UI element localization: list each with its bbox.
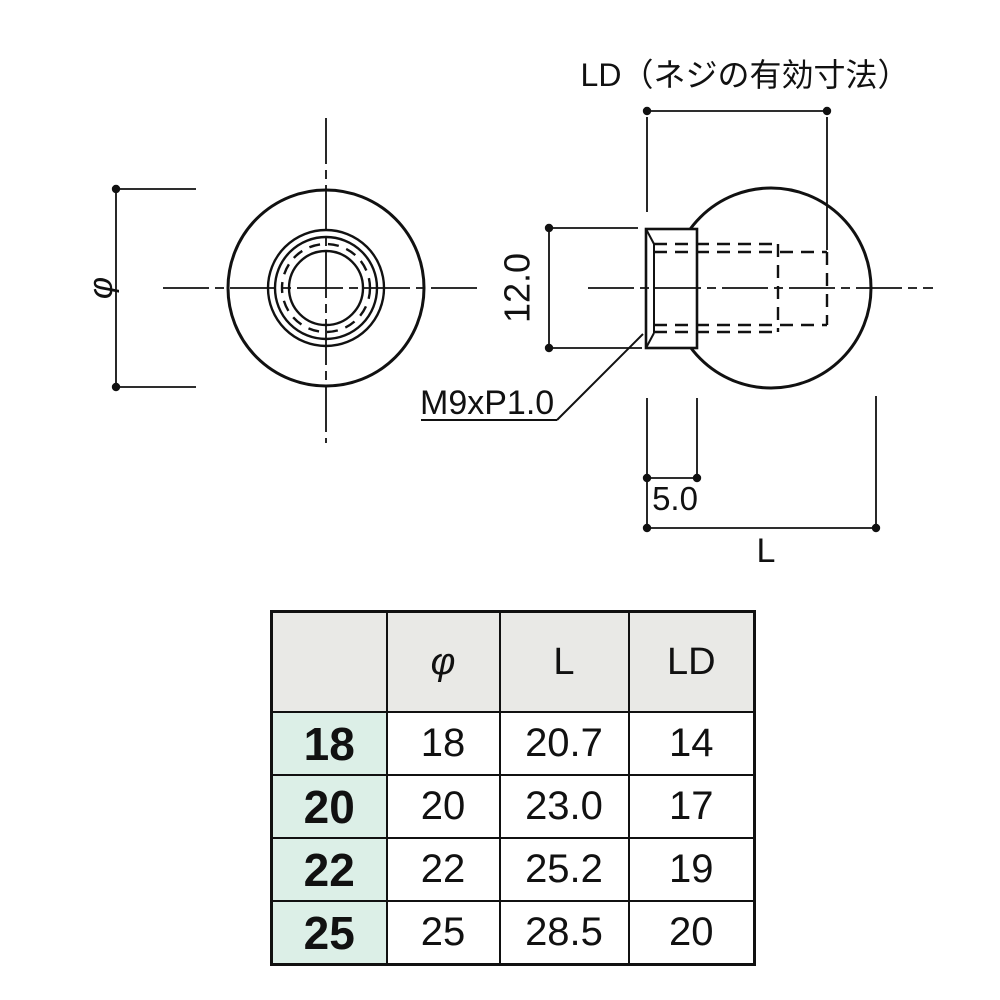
phi-cell: 25 bbox=[385, 900, 501, 966]
size-cell: 20 bbox=[270, 774, 388, 839]
l-cell: 20.7 bbox=[498, 711, 630, 776]
header-l: L bbox=[498, 610, 630, 713]
dim-dot bbox=[871, 523, 881, 533]
technical-drawing: φ 12.0 LD（ネジの有効寸法） bbox=[82, 57, 933, 570]
dim-dot bbox=[544, 343, 554, 353]
phi-cell: 20 bbox=[385, 774, 501, 839]
dim-dot bbox=[642, 523, 652, 533]
dim-dot bbox=[642, 106, 652, 116]
table-row: 20 20 23.0 17 bbox=[270, 774, 756, 839]
phi-dimension: φ bbox=[82, 184, 196, 392]
header-ld: LD bbox=[627, 610, 756, 713]
phi-cell: 18 bbox=[385, 711, 501, 776]
table-row: 25 25 28.5 20 bbox=[270, 900, 756, 966]
ld-dimension-note: LD（ネジの有効寸法） bbox=[581, 57, 910, 93]
dim-dot bbox=[111, 184, 121, 194]
thread-spec-label: M9xP1.0 bbox=[420, 384, 554, 422]
boss-chamfer-top bbox=[645, 228, 655, 245]
dim-5-label: 5.0 bbox=[652, 480, 698, 517]
size-cell: 25 bbox=[270, 900, 388, 966]
boss-chamfer-bottom bbox=[645, 332, 655, 349]
dim-dot bbox=[692, 473, 702, 483]
dim-l-label: L bbox=[757, 532, 776, 570]
dim-12: 12.0 bbox=[497, 223, 642, 353]
bottom-dimensions: 5.0 L bbox=[642, 396, 881, 570]
thread-leader-line bbox=[556, 333, 644, 421]
side-view bbox=[588, 186, 933, 390]
table-row: 18 18 20.7 14 bbox=[270, 711, 756, 776]
size-cell: 18 bbox=[270, 711, 388, 776]
ld-cell: 14 bbox=[627, 711, 756, 776]
dim-ld: LD（ネジの有効寸法） bbox=[581, 57, 910, 250]
dim-12-label: 12.0 bbox=[497, 253, 538, 323]
thread-callout: M9xP1.0 bbox=[420, 333, 644, 422]
front-view bbox=[163, 118, 483, 443]
l-cell: 25.2 bbox=[498, 837, 630, 902]
dim-dot bbox=[111, 382, 121, 392]
dim-dot bbox=[822, 106, 832, 116]
l-cell: 28.5 bbox=[498, 900, 630, 966]
table-header-row: φ L LD bbox=[270, 610, 756, 713]
phi-label: φ bbox=[82, 277, 120, 299]
l-cell: 23.0 bbox=[498, 774, 630, 839]
ld-cell: 17 bbox=[627, 774, 756, 839]
ld-cell: 20 bbox=[627, 900, 756, 966]
header-size bbox=[270, 610, 388, 713]
ld-cell: 19 bbox=[627, 837, 756, 902]
table-row: 22 22 25.2 19 bbox=[270, 837, 756, 902]
dim-dot bbox=[642, 473, 652, 483]
size-cell: 22 bbox=[270, 837, 388, 902]
spec-table: φ L LD 18 18 20.7 14 20 20 23.0 17 22 22… bbox=[270, 610, 756, 966]
dim-dot bbox=[544, 223, 554, 233]
header-phi: φ bbox=[385, 610, 501, 713]
phi-cell: 22 bbox=[385, 837, 501, 902]
